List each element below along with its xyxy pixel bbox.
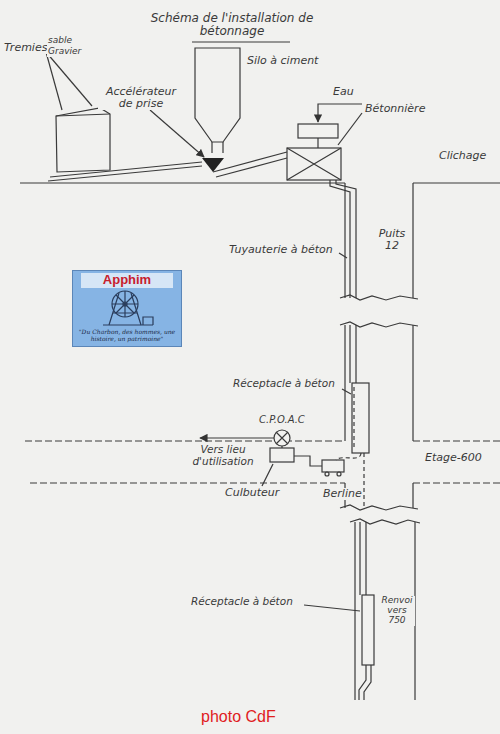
wheel	[325, 472, 329, 476]
conveyor	[213, 152, 287, 172]
gallery-roof	[25, 440, 500, 441]
conveyor	[216, 158, 287, 177]
concrete-pipe	[350, 325, 356, 383]
concrete-receptacle	[352, 383, 369, 453]
mine-car	[322, 460, 344, 472]
shaft-wall	[345, 183, 413, 298]
concrete-pipe	[330, 180, 350, 298]
title-underline	[192, 41, 290, 42]
leader-line	[304, 605, 360, 611]
pump-cross	[276, 432, 288, 444]
level-label: Clichage	[438, 150, 487, 162]
photo-credit: photo CdF	[200, 708, 277, 726]
part-label: Tuyauterie à béton	[228, 244, 334, 256]
concrete-chute	[336, 453, 361, 460]
logo-slogan: "Du Charbon, des hommes, une histoire, u…	[77, 329, 177, 343]
ground-line	[413, 182, 500, 183]
receptacle-fill	[353, 387, 354, 450]
car-link	[294, 456, 322, 466]
gallery-floor	[30, 482, 500, 483]
concrete-pipe	[359, 665, 371, 700]
part-label: Réceptacle à béton	[232, 378, 336, 390]
part-label: Tremies	[3, 42, 48, 54]
mine-car	[103, 317, 153, 325]
conveyor	[48, 166, 202, 181]
break-mark	[340, 505, 418, 510]
shaft-label: Puits 12	[372, 228, 412, 252]
leader-arrow	[150, 110, 204, 157]
concrete-chute	[363, 453, 364, 508]
part-label: Bétonnière	[364, 103, 426, 115]
part-label: Silo à ciment	[246, 55, 319, 67]
part-label: Accélérateur de prise	[98, 86, 184, 110]
part-label: Réceptacle à béton	[190, 596, 294, 608]
break-mark	[340, 295, 418, 300]
pump-circle	[274, 430, 290, 446]
logo-box: Apphim "Du Charbon, des hommes, une histo…	[72, 270, 182, 347]
dosing-funnel	[202, 158, 224, 172]
diagram-title: Schéma de l'installation de bétonnage	[140, 12, 324, 38]
water-pipe	[317, 138, 318, 148]
leader-line	[262, 464, 273, 486]
level-label: Etage-600	[424, 452, 483, 464]
title-band	[81, 273, 173, 288]
leader-line	[339, 253, 347, 258]
concrete-receptacle	[362, 595, 374, 665]
pump-link	[281, 446, 282, 448]
hopper	[56, 108, 110, 172]
water-pipe	[318, 104, 362, 122]
headframe	[109, 293, 141, 325]
hopper-edge	[56, 114, 110, 116]
part-label: Berline	[322, 488, 363, 500]
leader-line	[342, 389, 351, 394]
conveyor	[50, 162, 202, 177]
break-mark	[340, 322, 418, 327]
tipper	[270, 448, 294, 462]
concrete-mixer	[287, 148, 341, 180]
logo-name: Apphim	[103, 273, 151, 288]
mixer-cross	[287, 148, 341, 180]
shaft-wall	[345, 325, 413, 508]
part-label: C.P.O.A.C	[258, 414, 306, 425]
water-tank	[298, 124, 338, 138]
concrete-pipe	[336, 180, 356, 298]
part-label: Culbuteur	[224, 487, 280, 499]
leader-line	[338, 113, 362, 145]
concrete-pipe	[360, 522, 366, 595]
wheel	[337, 472, 341, 476]
delivery-arrow	[200, 437, 274, 438]
leader-line	[46, 52, 92, 106]
direction-label: Vers lieu d'utilisation	[180, 444, 266, 467]
cement-silo	[195, 48, 240, 142]
ground-line	[20, 182, 345, 183]
material-label: Gravier	[47, 47, 82, 57]
part-label: Eau	[332, 86, 355, 98]
note-label: Renvoi vers 750	[379, 596, 415, 626]
shaft-wall	[355, 522, 415, 700]
material-label: sable	[47, 36, 73, 46]
silo-spout	[212, 142, 223, 153]
